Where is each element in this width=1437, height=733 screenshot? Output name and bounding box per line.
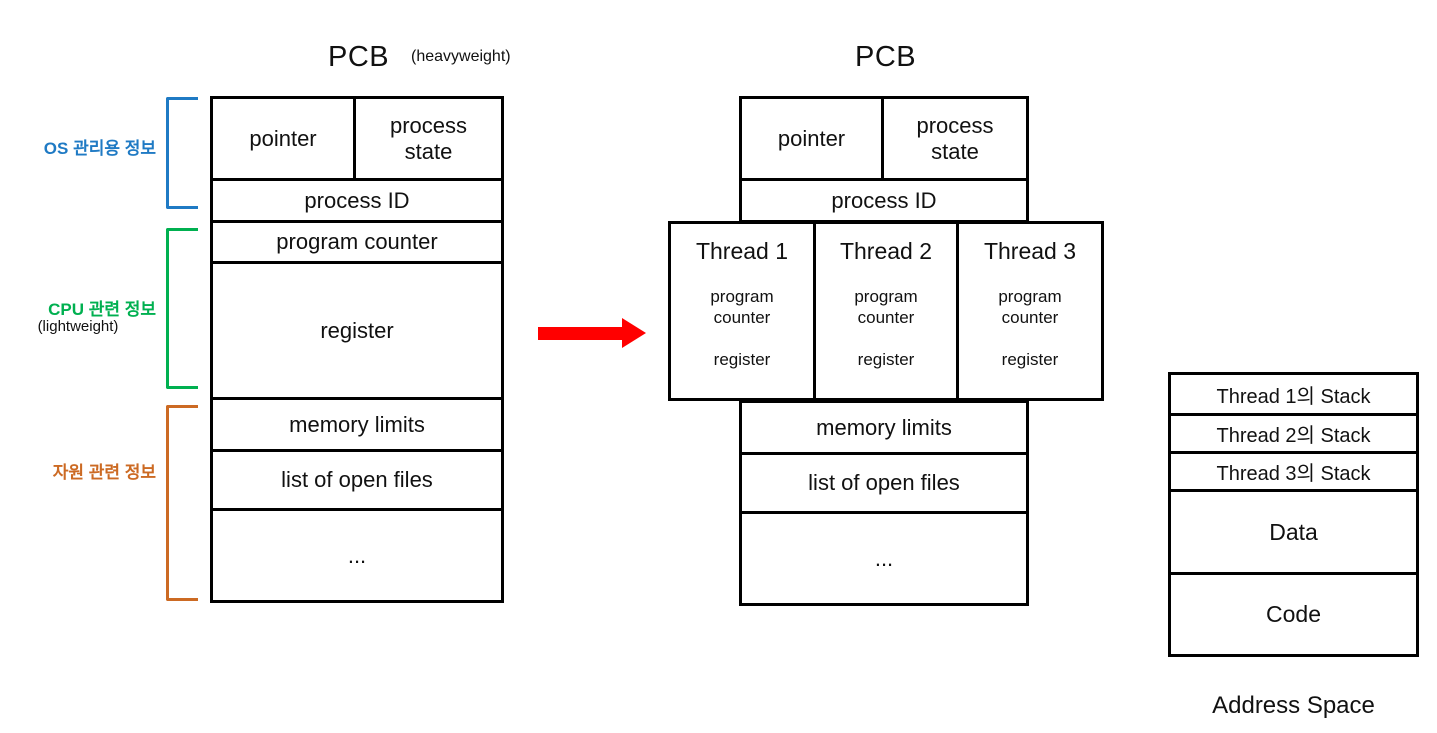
right-pcb-title: PCB [855,41,917,73]
arrow-head-icon [622,318,646,348]
bracket-cpu-info [166,228,198,389]
thread-register-2: register [857,350,915,370]
address-space-row-code: Code [1168,572,1419,657]
left-row-process-id: process ID [210,178,504,223]
bracket-resource-info [166,405,198,601]
right-cell-pointer: pointer [739,96,884,181]
address-space-caption: Address Space [1212,692,1375,719]
thread-pc-1-line1: program [710,287,774,306]
left-row-register: register [210,261,504,400]
right-cell-process-state-line2: state [931,138,979,164]
group-label-resource-info: 자원 관련 정보 [52,463,156,482]
thread-title-2: Thread 2 [839,238,933,264]
thread-register-1: register [713,350,771,370]
thread-pc-3-line1: program [998,287,1062,306]
thread-pc-1-line2: counter [713,307,771,327]
thread-pc-2-line1: program [854,287,918,306]
group-label-cpu-info: CPU 관련 정보 [48,300,156,319]
right-row-ellipsis: ... [739,511,1029,606]
thread-pc-3: program counter [998,287,1061,328]
thread-pc-2-line2: counter [857,307,915,327]
left-cell-process-state-line2: state [404,138,453,164]
left-pcb-subtitle: (heavyweight) [411,48,511,65]
right-row-memory-limits: memory limits [739,400,1029,455]
thread-cell-1: Thread 1 program counter register [668,221,816,401]
right-row-list-of-open-files: list of open files [739,452,1029,514]
right-cell-process-state-line1: process [916,113,994,139]
right-cell-process-state: process state [881,96,1029,181]
right-pcb-box: pointer process state process ID memory … [739,96,1029,606]
bracket-os-info [166,97,198,209]
thread-pc-2: program counter [854,287,917,328]
thread-cell-2: Thread 2 program counter register [813,221,959,401]
address-space-row-thread-2-stack: Thread 2의 Stack [1168,413,1419,454]
thread-register-3: register [1001,350,1059,370]
group-label-os-info: OS 관리용 정보 [43,139,156,158]
address-space-row-data: Data [1168,489,1419,575]
left-row-memory-limits: memory limits [210,397,504,452]
left-cell-process-state-line1: process [389,113,468,139]
thread-band: Thread 1 program counter register Thread… [668,221,1104,401]
left-row-ellipsis: ... [210,508,504,603]
left-row-list-of-open-files: list of open files [210,449,504,511]
address-space-box: Thread 1의 Stack Thread 2의 Stack Thread 3… [1168,372,1419,657]
arrow-shaft [538,326,622,340]
address-space-row-thread-3-stack: Thread 3의 Stack [1168,451,1419,492]
thread-pc-1: program counter [710,287,773,328]
right-row-process-id: process ID [739,178,1029,223]
right-row-pointer-state: pointer process state [739,96,1029,181]
address-space-row-thread-1-stack: Thread 1의 Stack [1168,372,1419,416]
thread-cell-3: Thread 3 program counter register [956,221,1104,401]
thread-title-1: Thread 1 [695,238,789,264]
left-cell-process-state: process state [353,96,504,181]
left-pcb-title: PCB [328,41,390,73]
thread-pc-3-line2: counter [1001,307,1059,327]
left-pcb-box: pointer process state process ID program… [210,96,504,603]
left-row-pointer-state: pointer process state [210,96,504,181]
group-sublabel-lightweight: (lightweight) [37,318,119,335]
left-row-program-counter: program counter [210,220,504,264]
transform-arrow [538,318,646,348]
thread-title-3: Thread 3 [983,238,1077,264]
left-cell-pointer: pointer [210,96,356,181]
